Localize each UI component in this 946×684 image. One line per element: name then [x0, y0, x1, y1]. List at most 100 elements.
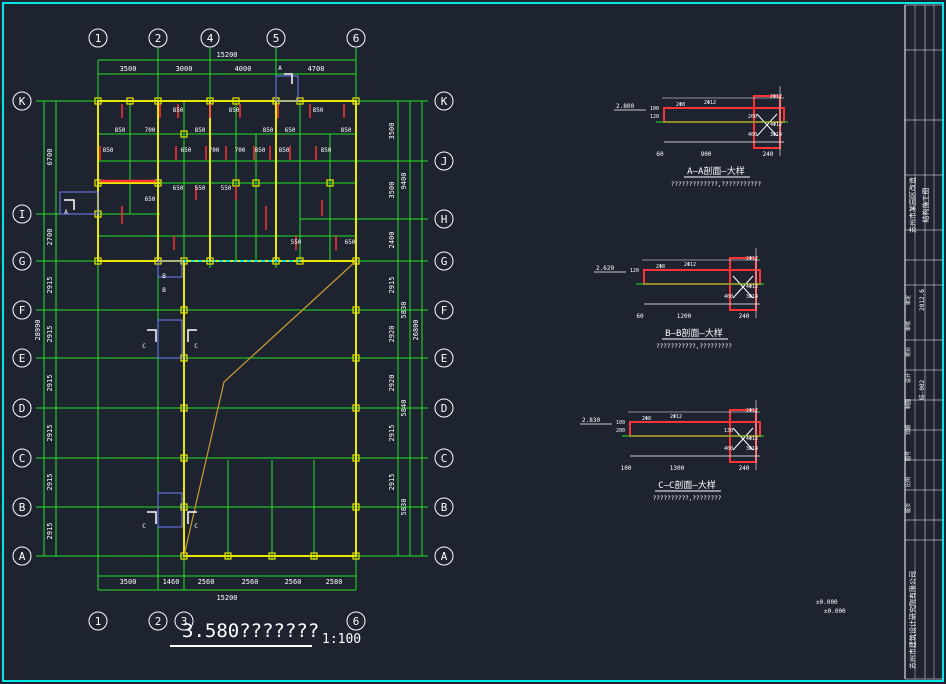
dim-left: 2700 — [46, 229, 54, 246]
column — [352, 306, 360, 314]
section-mark-label: B — [162, 287, 166, 294]
dim-right: 2920 — [388, 326, 396, 343]
column — [352, 97, 360, 105]
rebar-label: 100 — [616, 420, 625, 426]
axis-label: E — [441, 352, 448, 365]
axis-label: F — [441, 304, 448, 317]
axis-bubble-bottom-3: 3 — [174, 611, 194, 631]
dim-right-total: 26800 — [412, 319, 420, 340]
rebar-label: 3Φ14 — [770, 132, 782, 138]
rebar-label: 120 — [650, 114, 659, 120]
detail-note: ??????????,???????? — [653, 495, 722, 502]
dim-bottom: 2560 — [285, 578, 302, 586]
title-row-label: 图号 — [906, 451, 912, 461]
beam-label: 700 — [235, 147, 246, 154]
detail-title: A—A剖面—大样 — [687, 165, 745, 177]
column — [326, 179, 334, 187]
level-mark: 2.620 — [596, 265, 614, 272]
section-mark-label: C — [194, 343, 198, 350]
section-mark-label: C — [142, 343, 146, 350]
beam-label: 850 — [229, 107, 240, 114]
detail-dim: 900 — [701, 151, 712, 158]
dim-bottom: 2560 — [198, 578, 215, 586]
axis-label: C — [441, 452, 448, 465]
section-mark-label: B — [162, 273, 166, 280]
column — [154, 97, 162, 105]
column — [94, 97, 102, 105]
axis-label: D — [19, 402, 26, 415]
beam-label: 650 — [181, 147, 192, 154]
dim-bottom: 3500 — [120, 578, 137, 586]
beam-label: 850 — [313, 107, 324, 114]
dim-right-2: 9400 — [400, 173, 408, 190]
level-mark: 2.830 — [582, 417, 600, 424]
rebar-label: 4Φ12 — [746, 284, 758, 290]
axis-bubble-top-4: 4 — [200, 28, 220, 48]
axis-label: E — [19, 352, 26, 365]
dim-left-total: 28990 — [34, 319, 42, 340]
section-mark-label: C — [142, 523, 146, 530]
rebar-label: 2Φ8 — [656, 264, 665, 270]
title-row-label: 比例 — [905, 477, 912, 487]
axis-label: 1 — [95, 615, 102, 628]
axis-label: B — [441, 501, 448, 514]
axis-bubble-top-1: 1 — [88, 28, 108, 48]
dim-left: 2915 — [46, 425, 54, 442]
title-row-label: 版次 — [905, 503, 912, 513]
level-mark: 2.800 — [616, 103, 634, 110]
section-mark-label: A — [64, 209, 68, 216]
dim-bottom-total: 15200 — [216, 594, 237, 602]
axis-bubble-left-C: C — [12, 448, 32, 468]
column — [94, 257, 102, 265]
rebar-label: 3Φ14 — [746, 294, 758, 300]
axis-bubble-left-A: A — [12, 546, 32, 566]
beam-label: 550 — [291, 239, 302, 246]
column — [180, 306, 188, 314]
dim-right: 2400 — [388, 232, 396, 249]
rebar-label: 120 — [630, 268, 639, 274]
beam-label: 850 — [195, 127, 206, 134]
axis-bubble-right-H: H — [434, 209, 454, 229]
axis-label: 3 — [181, 615, 188, 628]
section-mark-label: C — [194, 523, 198, 530]
rebar-label: 2Φ8 — [642, 416, 651, 422]
title-sheet: 结构施工图 — [921, 188, 930, 223]
dim-right-2: 5840 — [400, 400, 408, 417]
axis-label: C — [19, 452, 26, 465]
axis-label: G — [441, 255, 448, 268]
rebar-label: 4Φ12 — [746, 436, 758, 442]
dim-right: 2920 — [388, 375, 396, 392]
axis-bubble-left-G: G — [12, 251, 32, 271]
detail-dim: 100 — [621, 465, 632, 472]
rebar-label: 400 — [724, 446, 733, 452]
dim-right: 2915 — [388, 277, 396, 294]
beam-label: 700 — [145, 127, 156, 134]
title-company: 苏州市建筑设计研究院有限公司 — [908, 571, 917, 669]
axis-bubble-right-A: A — [434, 546, 454, 566]
axis-bubble-bottom-6: 6 — [346, 611, 366, 631]
axis-label: 6 — [353, 615, 360, 628]
dim-left: 2915 — [46, 375, 54, 392]
detail-dim: 1300 — [670, 465, 685, 472]
axis-label: 2 — [155, 615, 162, 628]
dim-right: 3500 — [388, 123, 396, 140]
axis-label: I — [19, 208, 26, 221]
plan-scale: 1:100 — [322, 632, 361, 647]
beam-label: 550 — [195, 185, 206, 192]
coord-note-1: ±0.000 — [816, 599, 838, 606]
rebar-label: 400 — [748, 132, 757, 138]
column — [126, 97, 134, 105]
beam-label: 850 — [341, 127, 352, 134]
section-mark-label: A — [278, 65, 282, 72]
plan-title: 3.580??????? — [182, 620, 319, 642]
beam-label: 850 — [279, 147, 290, 154]
rebar-label: 130 — [724, 428, 733, 434]
drawing-date: 2012.6 — [919, 289, 926, 311]
axis-label: K — [441, 95, 448, 108]
column — [352, 552, 360, 560]
